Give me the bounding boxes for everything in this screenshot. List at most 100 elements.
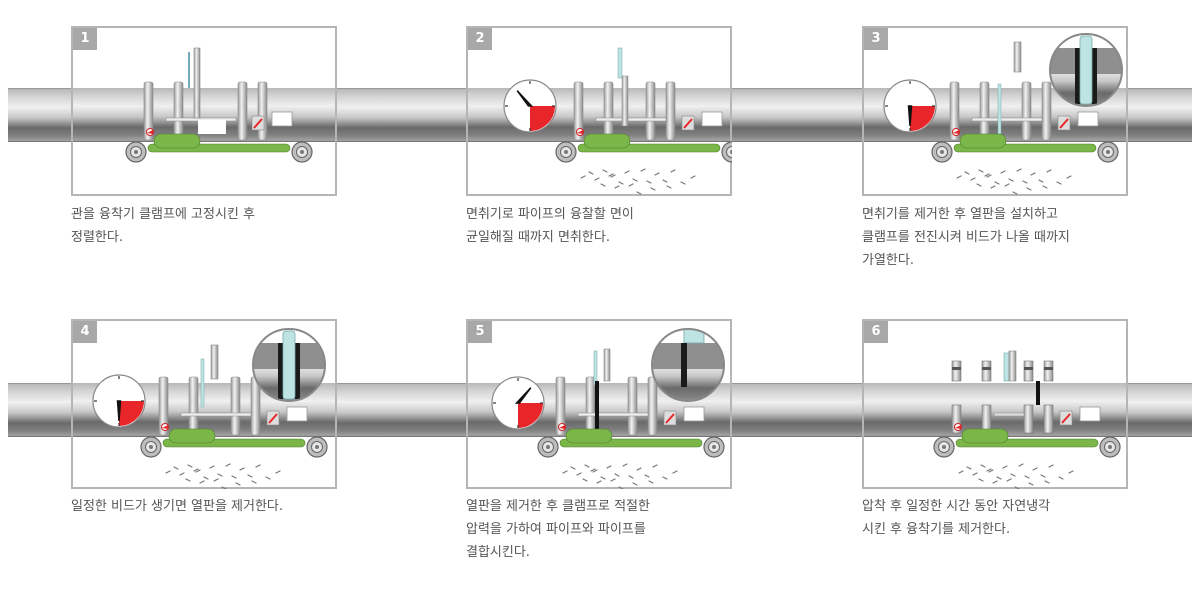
shavings-debris (956, 168, 1072, 195)
facer-handle (1013, 41, 1022, 73)
step-4-illustration: 4 (71, 319, 337, 489)
clamp-ring (143, 81, 154, 141)
gauge-needle (907, 105, 913, 127)
caption-line: 가열한다. (862, 253, 914, 268)
clamp-ring (585, 376, 596, 436)
gauge-needle (514, 387, 532, 404)
caption-line: 결합시킨다. (466, 545, 530, 560)
caption-line: 관을 융착기 클램프에 고정시킨 후 (71, 207, 255, 222)
gauge-needle (516, 90, 534, 107)
facer-handle (193, 47, 201, 119)
heater-plate (1003, 352, 1010, 382)
control-panel (271, 111, 293, 127)
gauge-fill (119, 401, 144, 426)
step-5-illustration: 5 (466, 319, 732, 489)
step-number-badge: 3 (864, 28, 888, 50)
clamp-ring (627, 376, 638, 436)
weld-bead (1036, 381, 1040, 405)
heater-plate (997, 83, 1002, 135)
step-illustration-svg (864, 350, 1126, 489)
caption-line: 압력을 가하여 파이프와 파이프를 (466, 522, 646, 537)
clamp-ring (949, 81, 960, 141)
clamp-ring (1023, 404, 1034, 434)
caption-line: 시킨 후 융착기를 제거한다. (862, 522, 1011, 537)
shavings-debris (562, 463, 678, 489)
caption-line: 압착 후 일정한 시간 동안 자연냉각 (862, 499, 1051, 514)
step-number-badge: 4 (73, 321, 97, 343)
clamp-ring (257, 81, 268, 141)
heater-plate (593, 350, 598, 386)
heater-plate (683, 329, 705, 344)
guide-rod (577, 412, 649, 417)
clamp-ring (573, 81, 584, 141)
guide-rod (595, 117, 667, 122)
facer-handle (1008, 350, 1017, 382)
caption-line: 일정한 비드가 생기면 열판을 제거한다. (71, 499, 284, 514)
clamp-stub (981, 360, 992, 382)
step-3-illustration: 3 (862, 26, 1128, 196)
gauge-fill (530, 106, 555, 131)
hydraulic-tank (153, 133, 201, 149)
clamp-ring (603, 81, 614, 141)
clamp-ring (555, 376, 566, 436)
clamp-stub (1043, 360, 1054, 382)
clamp-stub (951, 360, 962, 382)
facer-blade (621, 75, 629, 127)
control-panel (701, 111, 723, 127)
clamp-ring (1043, 404, 1054, 434)
magnifier-detail (651, 328, 725, 402)
caption-line: 클램프를 전진시켜 비드가 나올 때까지 (862, 230, 1070, 245)
step-illustration-svg (468, 328, 730, 489)
heater-plate (282, 330, 296, 400)
clamp-ring (1021, 81, 1032, 141)
clamp-ring (230, 376, 241, 436)
facer-handle (210, 344, 219, 380)
guide-rod (971, 117, 1043, 122)
step-illustration-svg (864, 33, 1126, 195)
step-1-caption: 관을 융착기 클램프에 고정시킨 후 정렬한다. (71, 203, 371, 249)
clamp-ring (645, 81, 656, 141)
shavings-debris (165, 463, 281, 489)
gauge-fill (910, 106, 935, 131)
control-panel (683, 406, 705, 422)
hydraulic-tank (959, 133, 1007, 149)
step-2-caption: 면취기로 파이프의 융찰할 면이 균일해질 때까지 면취한다. (466, 203, 766, 249)
guide-rod (993, 412, 1025, 417)
gauge-needle (116, 400, 122, 422)
magnifier-detail (252, 328, 326, 402)
step-4-caption: 일정한 비드가 생기면 열판을 제거한다. (71, 495, 371, 518)
weld-bead (681, 343, 687, 387)
step-illustration-svg (73, 47, 335, 163)
clamp-ring (979, 81, 990, 141)
step-number-badge: 6 (864, 321, 888, 343)
clamp-ring (188, 376, 199, 436)
clamp-ring (158, 376, 169, 436)
weld-bead (595, 381, 599, 429)
guide-rod (180, 412, 252, 417)
step-6-illustration: 6 (862, 319, 1128, 489)
caption-line: 면취기로 파이프의 융찰할 면이 (466, 207, 634, 222)
step-number-badge: 1 (73, 28, 97, 50)
clamp-ring (1041, 81, 1052, 141)
step-5-caption: 열판을 제거한 후 클램프로 적절한 압력을 가하여 파이프와 파이프를 결합시… (466, 495, 766, 564)
clamp-ring (647, 376, 658, 436)
clamp-ring (173, 81, 184, 141)
heater-plate (200, 358, 205, 408)
clamp-stub (1023, 360, 1034, 382)
step-illustration-svg (73, 328, 335, 489)
step-number-badge: 5 (468, 321, 492, 343)
shavings-debris (958, 463, 1074, 489)
caption-line: 정렬한다. (71, 230, 123, 245)
gauge-fill (518, 403, 543, 428)
step-3-caption: 면취기를 제거한 후 열판을 설치하고 클램프를 전진시켜 비드가 나올 때까지… (862, 203, 1162, 272)
clamp-ring (665, 81, 676, 141)
step-number-badge: 2 (468, 28, 492, 50)
hydraulic-tank (583, 133, 631, 149)
control-panel (1077, 111, 1099, 127)
step-2-illustration: 2 (466, 26, 732, 196)
heater-plate (1079, 35, 1093, 105)
magnifier-detail (1049, 33, 1123, 107)
caption-line: 면취기를 제거한 후 열판을 설치하고 (862, 207, 1058, 222)
facer-handle (603, 348, 611, 382)
step-1-illustration: 1 (71, 26, 337, 196)
